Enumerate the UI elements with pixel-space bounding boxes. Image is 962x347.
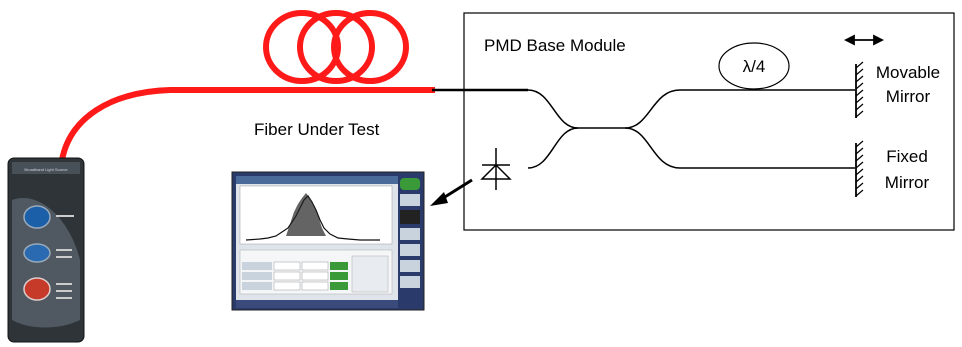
waveplate-circle <box>718 42 790 90</box>
fiber-under-test-cable <box>59 87 435 161</box>
module-title: PMD Base Module <box>484 36 626 55</box>
arrow-icon <box>430 178 473 206</box>
analyzer-display <box>231 171 425 311</box>
pmd-base-module-box <box>463 12 955 231</box>
movable-mirror-label-line1: Movable <box>876 63 940 82</box>
mirror-icon <box>855 140 864 197</box>
waveplate-label: λ/4 <box>743 57 766 76</box>
fiber-label: Fiber Under Test <box>254 120 380 139</box>
fiber-coil <box>263 10 409 84</box>
coupler-paths <box>527 89 855 169</box>
light-source-device <box>7 157 85 343</box>
mirror-icon <box>855 61 864 118</box>
photodetector-diode-icon <box>480 148 512 190</box>
double-arrow-icon <box>843 34 885 46</box>
fixed-mirror-label-line1: Fixed <box>886 147 928 166</box>
fixed-mirror-label-line2: Mirror <box>885 173 930 192</box>
light-source-title: Broadband Light Source <box>24 167 68 172</box>
movable-mirror-label-line2: Mirror <box>886 87 931 106</box>
